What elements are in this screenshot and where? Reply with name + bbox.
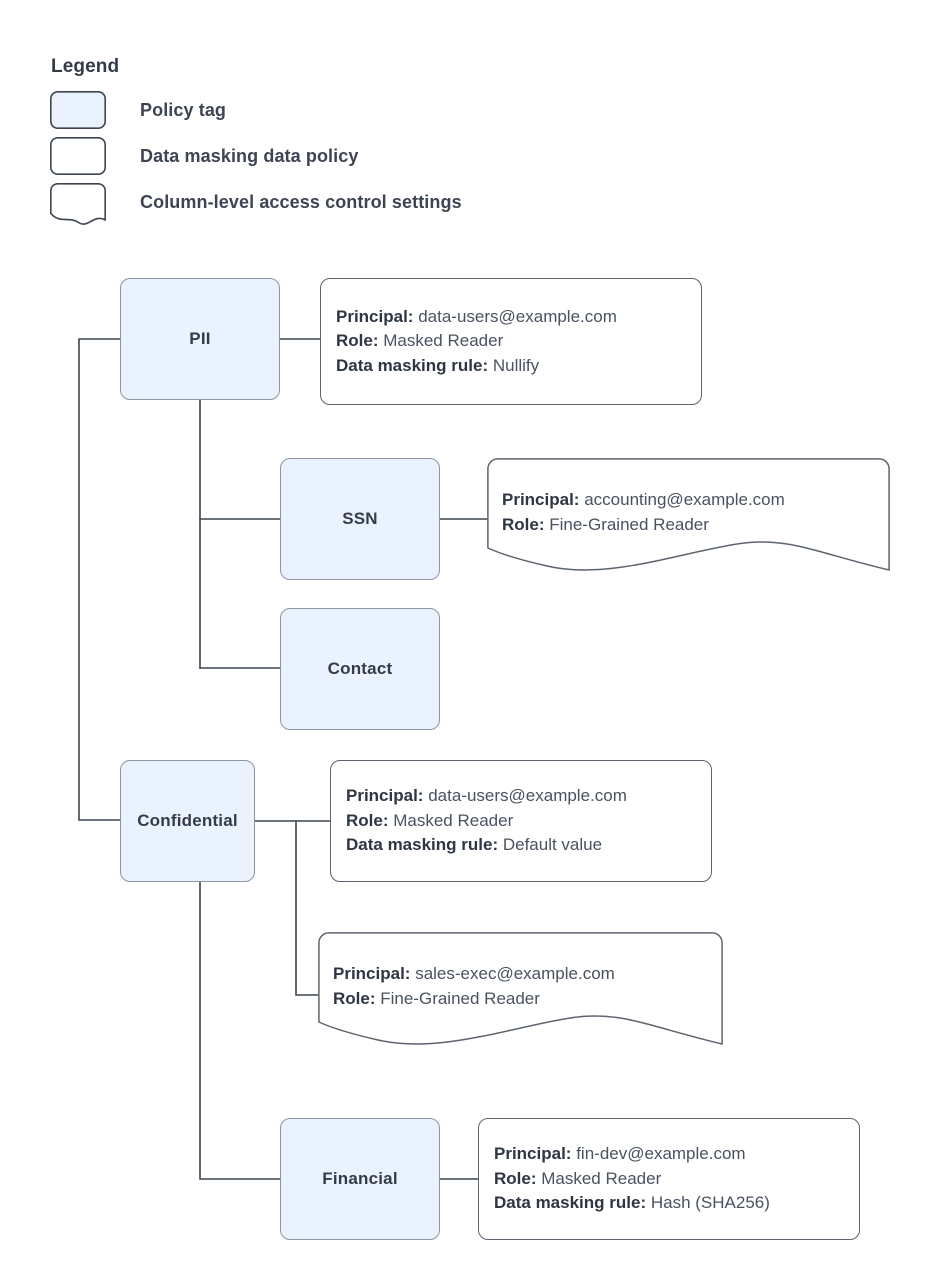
connector-confidential-to-access-box xyxy=(295,820,319,996)
policy-tag-node-ssn[interactable]: SSN xyxy=(280,458,440,580)
policy-line-masking-rule: Data masking rule: Nullify xyxy=(336,354,701,379)
role-key: Role: xyxy=(502,514,545,534)
role-value: Masked Reader xyxy=(383,331,504,351)
principal-key: Principal: xyxy=(494,1144,572,1164)
role-value: Fine-Grained Reader xyxy=(549,514,709,534)
legend: Legend Policy tag Data masking data poli… xyxy=(50,56,462,225)
connector-trunk-pii-confidential xyxy=(78,338,121,821)
legend-item-label: Data masking data policy xyxy=(140,145,359,166)
column-level-access-box-ssn[interactable]: Principal: accounting@example.com Role: … xyxy=(487,458,891,586)
role-key: Role: xyxy=(346,810,389,830)
policy-line-role: Role: Masked Reader xyxy=(346,809,711,834)
role-key: Role: xyxy=(333,988,376,1008)
policy-line-role: Role: Masked Reader xyxy=(336,329,701,354)
policy-tag-label: Confidential xyxy=(137,811,238,830)
policy-line-principal: Principal: data-users@example.com xyxy=(346,784,711,809)
role-key: Role: xyxy=(336,331,379,351)
policy-line-principal: Principal: accounting@example.com xyxy=(502,488,891,513)
data-masking-policy-box-pii[interactable]: Principal: data-users@example.com Role: … xyxy=(320,278,702,405)
policy-line-principal: Principal: fin-dev@example.com xyxy=(494,1142,859,1167)
data-masking-policy-box-financial[interactable]: Principal: fin-dev@example.com Role: Mas… xyxy=(478,1118,860,1240)
policy-tag-node-financial[interactable]: Financial xyxy=(280,1118,440,1240)
column-level-access-box-confidential[interactable]: Principal: sales-exec@example.com Role: … xyxy=(318,932,724,1060)
role-key: Role: xyxy=(494,1168,537,1188)
principal-value: accounting@example.com xyxy=(584,490,785,509)
connector-confidential-to-financial xyxy=(199,881,281,1180)
policy-tag-label: PII xyxy=(189,329,211,348)
legend-item-policy-tag: Policy tag xyxy=(50,87,462,133)
legend-item-column-level-access: Column-level access control settings xyxy=(50,179,462,225)
torn-bottom-rect-swatch-icon xyxy=(50,183,106,225)
outlined-rounded-rect-swatch-icon xyxy=(50,137,106,175)
role-value: Masked Reader xyxy=(393,810,514,830)
policy-tag-label: Financial xyxy=(322,1169,398,1188)
masking-rule-key: Data masking rule: xyxy=(494,1193,647,1213)
policy-tag-node-confidential[interactable]: Confidential xyxy=(120,760,255,882)
role-value: Fine-Grained Reader xyxy=(380,988,540,1008)
masking-rule-key: Data masking rule: xyxy=(336,355,489,375)
masking-rule-value: Hash (SHA256) xyxy=(650,1193,770,1213)
legend-item-label: Policy tag xyxy=(140,99,227,120)
policy-line-masking-rule: Data masking rule: Hash (SHA256) xyxy=(494,1191,859,1216)
principal-value: data-users@example.com xyxy=(418,306,617,326)
principal-key: Principal: xyxy=(333,964,411,983)
principal-value: data-users@example.com xyxy=(428,786,627,806)
principal-value: fin-dev@example.com xyxy=(576,1144,746,1164)
principal-key: Principal: xyxy=(346,786,424,806)
filled-rounded-rect-swatch-icon xyxy=(50,91,106,129)
policy-tag-node-pii[interactable]: PII xyxy=(120,278,280,400)
legend-item-data-masking-policy: Data masking data policy xyxy=(50,133,462,179)
principal-value: sales-exec@example.com xyxy=(415,964,615,983)
masking-rule-value: Default value xyxy=(502,835,603,855)
principal-key: Principal: xyxy=(336,306,414,326)
data-masking-policy-box-confidential[interactable]: Principal: data-users@example.com Role: … xyxy=(330,760,712,882)
policy-line-role: Role: Masked Reader xyxy=(494,1167,859,1192)
legend-title: Legend xyxy=(51,56,120,77)
masking-rule-value: Nullify xyxy=(492,355,540,375)
masking-rule-key: Data masking rule: xyxy=(346,835,499,855)
policy-line-role: Role: Fine-Grained Reader xyxy=(333,987,724,1012)
policy-line-role: Role: Fine-Grained Reader xyxy=(502,513,891,538)
policy-tag-label: SSN xyxy=(342,509,378,528)
policy-line-principal: Principal: sales-exec@example.com xyxy=(333,962,724,987)
policy-tag-label: Contact xyxy=(327,659,393,678)
legend-item-label: Column-level access control settings xyxy=(140,191,462,212)
role-value: Masked Reader xyxy=(541,1168,662,1188)
policy-line-masking-rule: Data masking rule: Default value xyxy=(346,833,711,858)
principal-key: Principal: xyxy=(502,490,580,509)
policy-tag-node-contact[interactable]: Contact xyxy=(280,608,440,730)
policy-line-principal: Principal: data-users@example.com xyxy=(336,305,701,330)
